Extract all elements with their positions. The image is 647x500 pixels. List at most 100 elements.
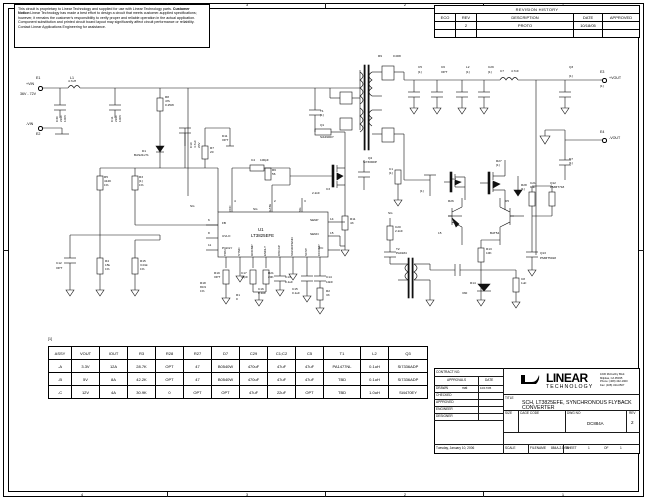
label-c12-ref: C12 <box>56 261 62 265</box>
label-d1-value: BAS21LT1 <box>134 153 149 157</box>
pin-oscap-name: OSCAP <box>277 245 281 256</box>
drawn-date: 10/17/05 <box>480 386 492 390</box>
label-c29-ref: Q3 <box>569 65 574 69</box>
notice-body: Linear Technology has made a best effort… <box>18 11 197 29</box>
date-label: DATE <box>485 378 494 382</box>
label-d7-ref: R28 <box>521 183 527 187</box>
tb-divider <box>563 444 564 454</box>
label-r4-ref: R4 <box>105 259 109 263</box>
label-c1-value: [1] <box>418 70 422 74</box>
terminal-e3 <box>602 78 607 83</box>
label-r1-value: 100pF <box>260 158 269 162</box>
label-r14-value: 2.2nF <box>395 229 403 233</box>
zone-label-bottom-1: 1 <box>561 492 565 497</box>
terminal-e2 <box>38 126 43 131</box>
label-c17-ref: C13 <box>285 275 291 279</box>
zone-tick <box>639 250 644 251</box>
label-q13-value: BAT54 <box>490 231 500 235</box>
label-r11-value: [1] <box>389 171 393 175</box>
label-d1-ref: D1 <box>142 149 146 153</box>
label-c3-value: Si7309DP <box>363 160 377 164</box>
label-q12-ref: R26 <box>448 199 454 203</box>
label-l2-ref: C7 <box>500 69 504 73</box>
pin-ccomp-name: CCOMP <box>317 244 321 256</box>
label-d11-value: OPT <box>222 138 229 142</box>
label-q3-value: [1] <box>496 163 500 167</box>
label-q12-value: 15 <box>438 231 442 235</box>
tb-divider <box>478 376 479 420</box>
label-c16-ref: C15 <box>292 287 298 291</box>
label-r27-value: 1uF <box>530 185 536 189</box>
label-c8-value: PA0184 <box>396 251 407 255</box>
label-r5-tol: 1% <box>104 183 109 187</box>
linear-technology-logo-icon <box>520 373 542 387</box>
tb-divider <box>503 444 640 445</box>
company-address-2: Milpitas, CA 95035 <box>600 376 623 380</box>
label-r20-tol: 1% <box>200 289 205 293</box>
label-r26-ref: R13 <box>486 247 492 251</box>
label-d5-value: 330 <box>462 291 468 295</box>
label-e2: E2 <box>36 132 41 136</box>
label-r16-value: OPT <box>214 275 221 279</box>
dwg-no-label: DWG NO <box>567 411 581 415</box>
cell-r27: OPT <box>183 385 212 399</box>
label-c13-ref: C14 <box>326 275 332 279</box>
label-c3-ref: Q4 <box>368 156 373 160</box>
label-q4-ref: C2 <box>452 177 456 181</box>
label-u1-ref: U1 <box>258 227 264 232</box>
label-q4-value: [1] <box>420 189 424 193</box>
engineer-label: ENGINEER <box>436 407 453 411</box>
label-r8-ref: R8 <box>165 95 169 99</box>
tb-divider <box>434 444 503 445</box>
label-r15-tol: 1% <box>140 267 145 271</box>
label-r19-ref: C16 <box>258 287 264 291</box>
pin-gate-name: GATE <box>268 203 272 212</box>
drawn-value: mat <box>462 386 468 390</box>
sheet-label: SHEET <box>566 446 577 450</box>
label-c2-ref: C6 <box>441 65 445 69</box>
label-r6-value: Si4490DY <box>320 135 334 139</box>
company-address-4: Fax: (408) 434-0507 <box>600 383 625 387</box>
zone-label-top-1: 1 <box>556 2 570 8</box>
label-e3-note: [1] <box>600 84 604 88</box>
table-row: -B 5V 8A 42.2K OPT 47 B0540W 470uF 47uF … <box>48 372 428 386</box>
label-vin-range: 36V - 72V <box>20 92 36 96</box>
label-r18-value: 47pF <box>241 275 249 279</box>
company-address-1: 1630 McCarthy Blvd. <box>600 373 625 376</box>
label-r4-tol: 1% <box>105 267 110 271</box>
pin-sync-name: SYNC <box>237 247 241 256</box>
sheet-value: 1 <box>588 446 590 450</box>
zone-label-bottom-3: 3 <box>245 492 249 497</box>
label-c15-value: 20K <box>268 275 274 279</box>
label-r9-value: 43 <box>350 221 354 225</box>
pin-uvlo-name: UVLO <box>222 234 231 238</box>
designer-label: DESIGNER <box>436 414 453 418</box>
label-q1-ref: C3 <box>326 187 330 191</box>
cell-q3: Si4470EY <box>388 385 428 399</box>
label-vin-plus: +VIN <box>26 82 35 86</box>
pin-sgnd-name: SGND/PGND <box>290 237 294 256</box>
label-r14-ref: C20 <box>395 225 401 229</box>
label-c5-value: [1] <box>466 70 470 74</box>
label-r11-ref: C1 <box>389 167 393 171</box>
label-e3: E3 <box>600 70 605 74</box>
cell-d7: OPT <box>211 385 240 399</box>
label-r7-ref: R7 <box>210 146 214 150</box>
terminal-e4 <box>602 138 607 143</box>
label-r28-value: PMMT718 <box>550 185 565 189</box>
of-label: OF <box>604 446 609 450</box>
tb-divider <box>503 368 504 454</box>
zone-label-top-2: 2 <box>403 2 407 7</box>
tb-divider <box>626 410 627 432</box>
label-net-sg-3: SG <box>190 204 195 208</box>
rev-value: 2 <box>631 420 634 425</box>
tb-divider <box>503 432 640 433</box>
label-c15-ref: R21 <box>268 271 274 275</box>
label-r19-value: 0.1uF <box>258 291 266 295</box>
label-l2-value: 4.7nF <box>511 69 519 73</box>
zone-label-top-3: 3 <box>245 2 249 7</box>
label-d5-ref: R14 <box>470 281 476 285</box>
tb-divider <box>565 410 566 432</box>
label-r9-ref: R11 <box>350 217 356 221</box>
